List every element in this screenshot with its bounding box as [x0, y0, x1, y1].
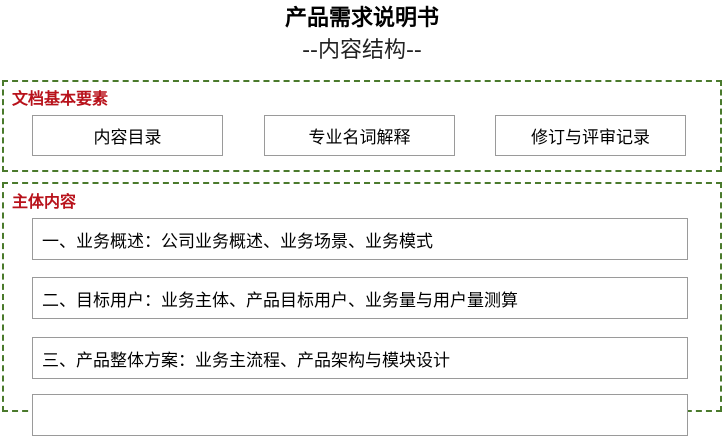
box-next-item-partial: [32, 394, 688, 436]
section-basic-elements-label: 文档基本要素: [12, 89, 109, 108]
document-title: 产品需求说明书: [284, 6, 439, 31]
box-overall-product-plan: 三、产品整体方案：业务主流程、产品架构与模块设计: [32, 337, 688, 379]
box-contents-directory: 内容目录: [32, 115, 223, 156]
section-main-content-label: 主体内容: [12, 192, 77, 211]
document-subtitle: --内容结构--: [302, 38, 422, 63]
section-basic-elements: [2, 80, 722, 172]
box-target-users: 二、目标用户：业务主体、产品目标用户、业务量与用户量测算: [32, 277, 688, 319]
box-revision-review-record: 修订与评审记录: [495, 115, 686, 156]
box-glossary: 专业名词解释: [264, 115, 455, 156]
box-business-overview: 一、业务概述：公司业务概述、业务场景、业务模式: [32, 218, 688, 260]
